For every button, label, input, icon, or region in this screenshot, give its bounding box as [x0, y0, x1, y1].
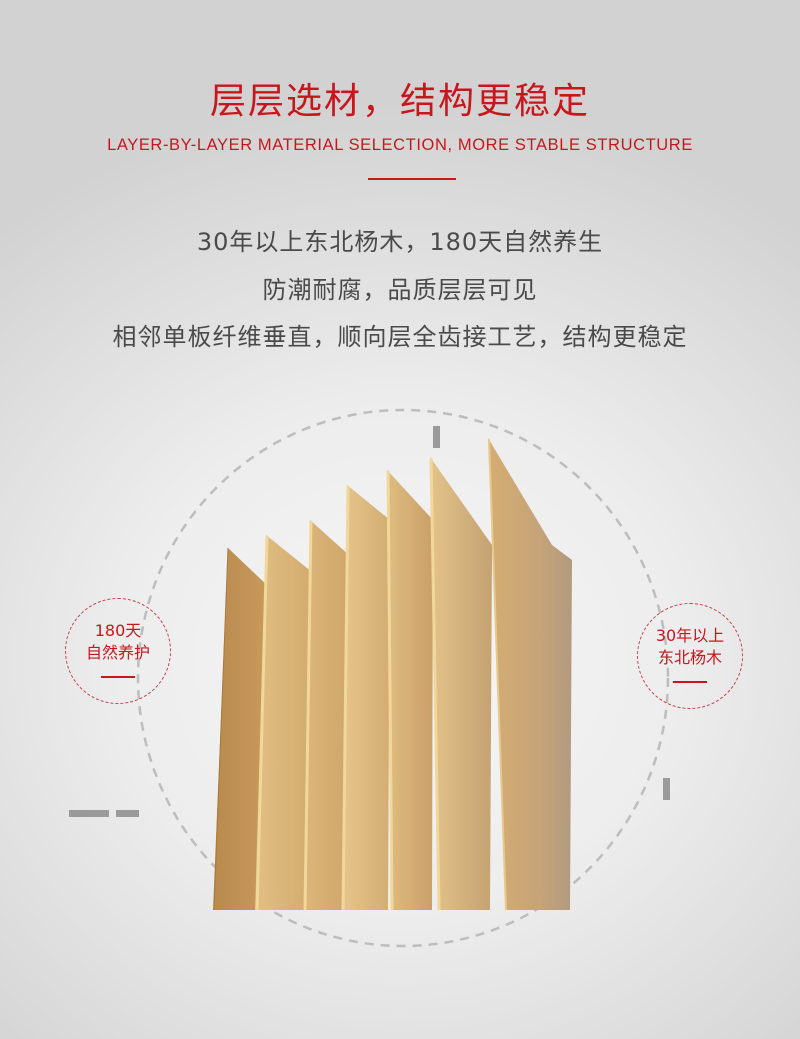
badge-left-line2: 自然养护 [85, 643, 150, 662]
tick-mark-left-short [116, 810, 139, 817]
title-divider [368, 178, 456, 180]
badge-right-line2: 东北杨木 [657, 648, 722, 667]
page-subtitle: LAYER-BY-LAYER MATERIAL SELECTION, MORE … [107, 136, 693, 154]
description-line-1: 30年以上东北杨木，180天自然养生 [196, 228, 604, 256]
badge-poplar-wood: 30年以上 东北杨木 [637, 603, 743, 709]
tick-mark-top [433, 426, 440, 448]
tick-mark-right [663, 778, 670, 800]
description-line-3: 相邻单板纤维垂直，顺向层全齿接工艺，结构更稳定 [112, 323, 688, 351]
badge-left-line1: 180天 [94, 621, 142, 640]
wood-layers [213, 438, 572, 911]
description-line-2: 防潮耐腐，品质层层可见 [262, 276, 538, 304]
badge-right-line1: 30年以上 [655, 626, 725, 645]
badge-left-divider [101, 676, 135, 678]
tick-mark-left-long [69, 810, 109, 817]
badge-right-divider [673, 681, 707, 683]
page-title: 层层选材，结构更稳定 [209, 81, 590, 122]
badge-natural-curing: 180天 自然养护 [65, 598, 171, 704]
